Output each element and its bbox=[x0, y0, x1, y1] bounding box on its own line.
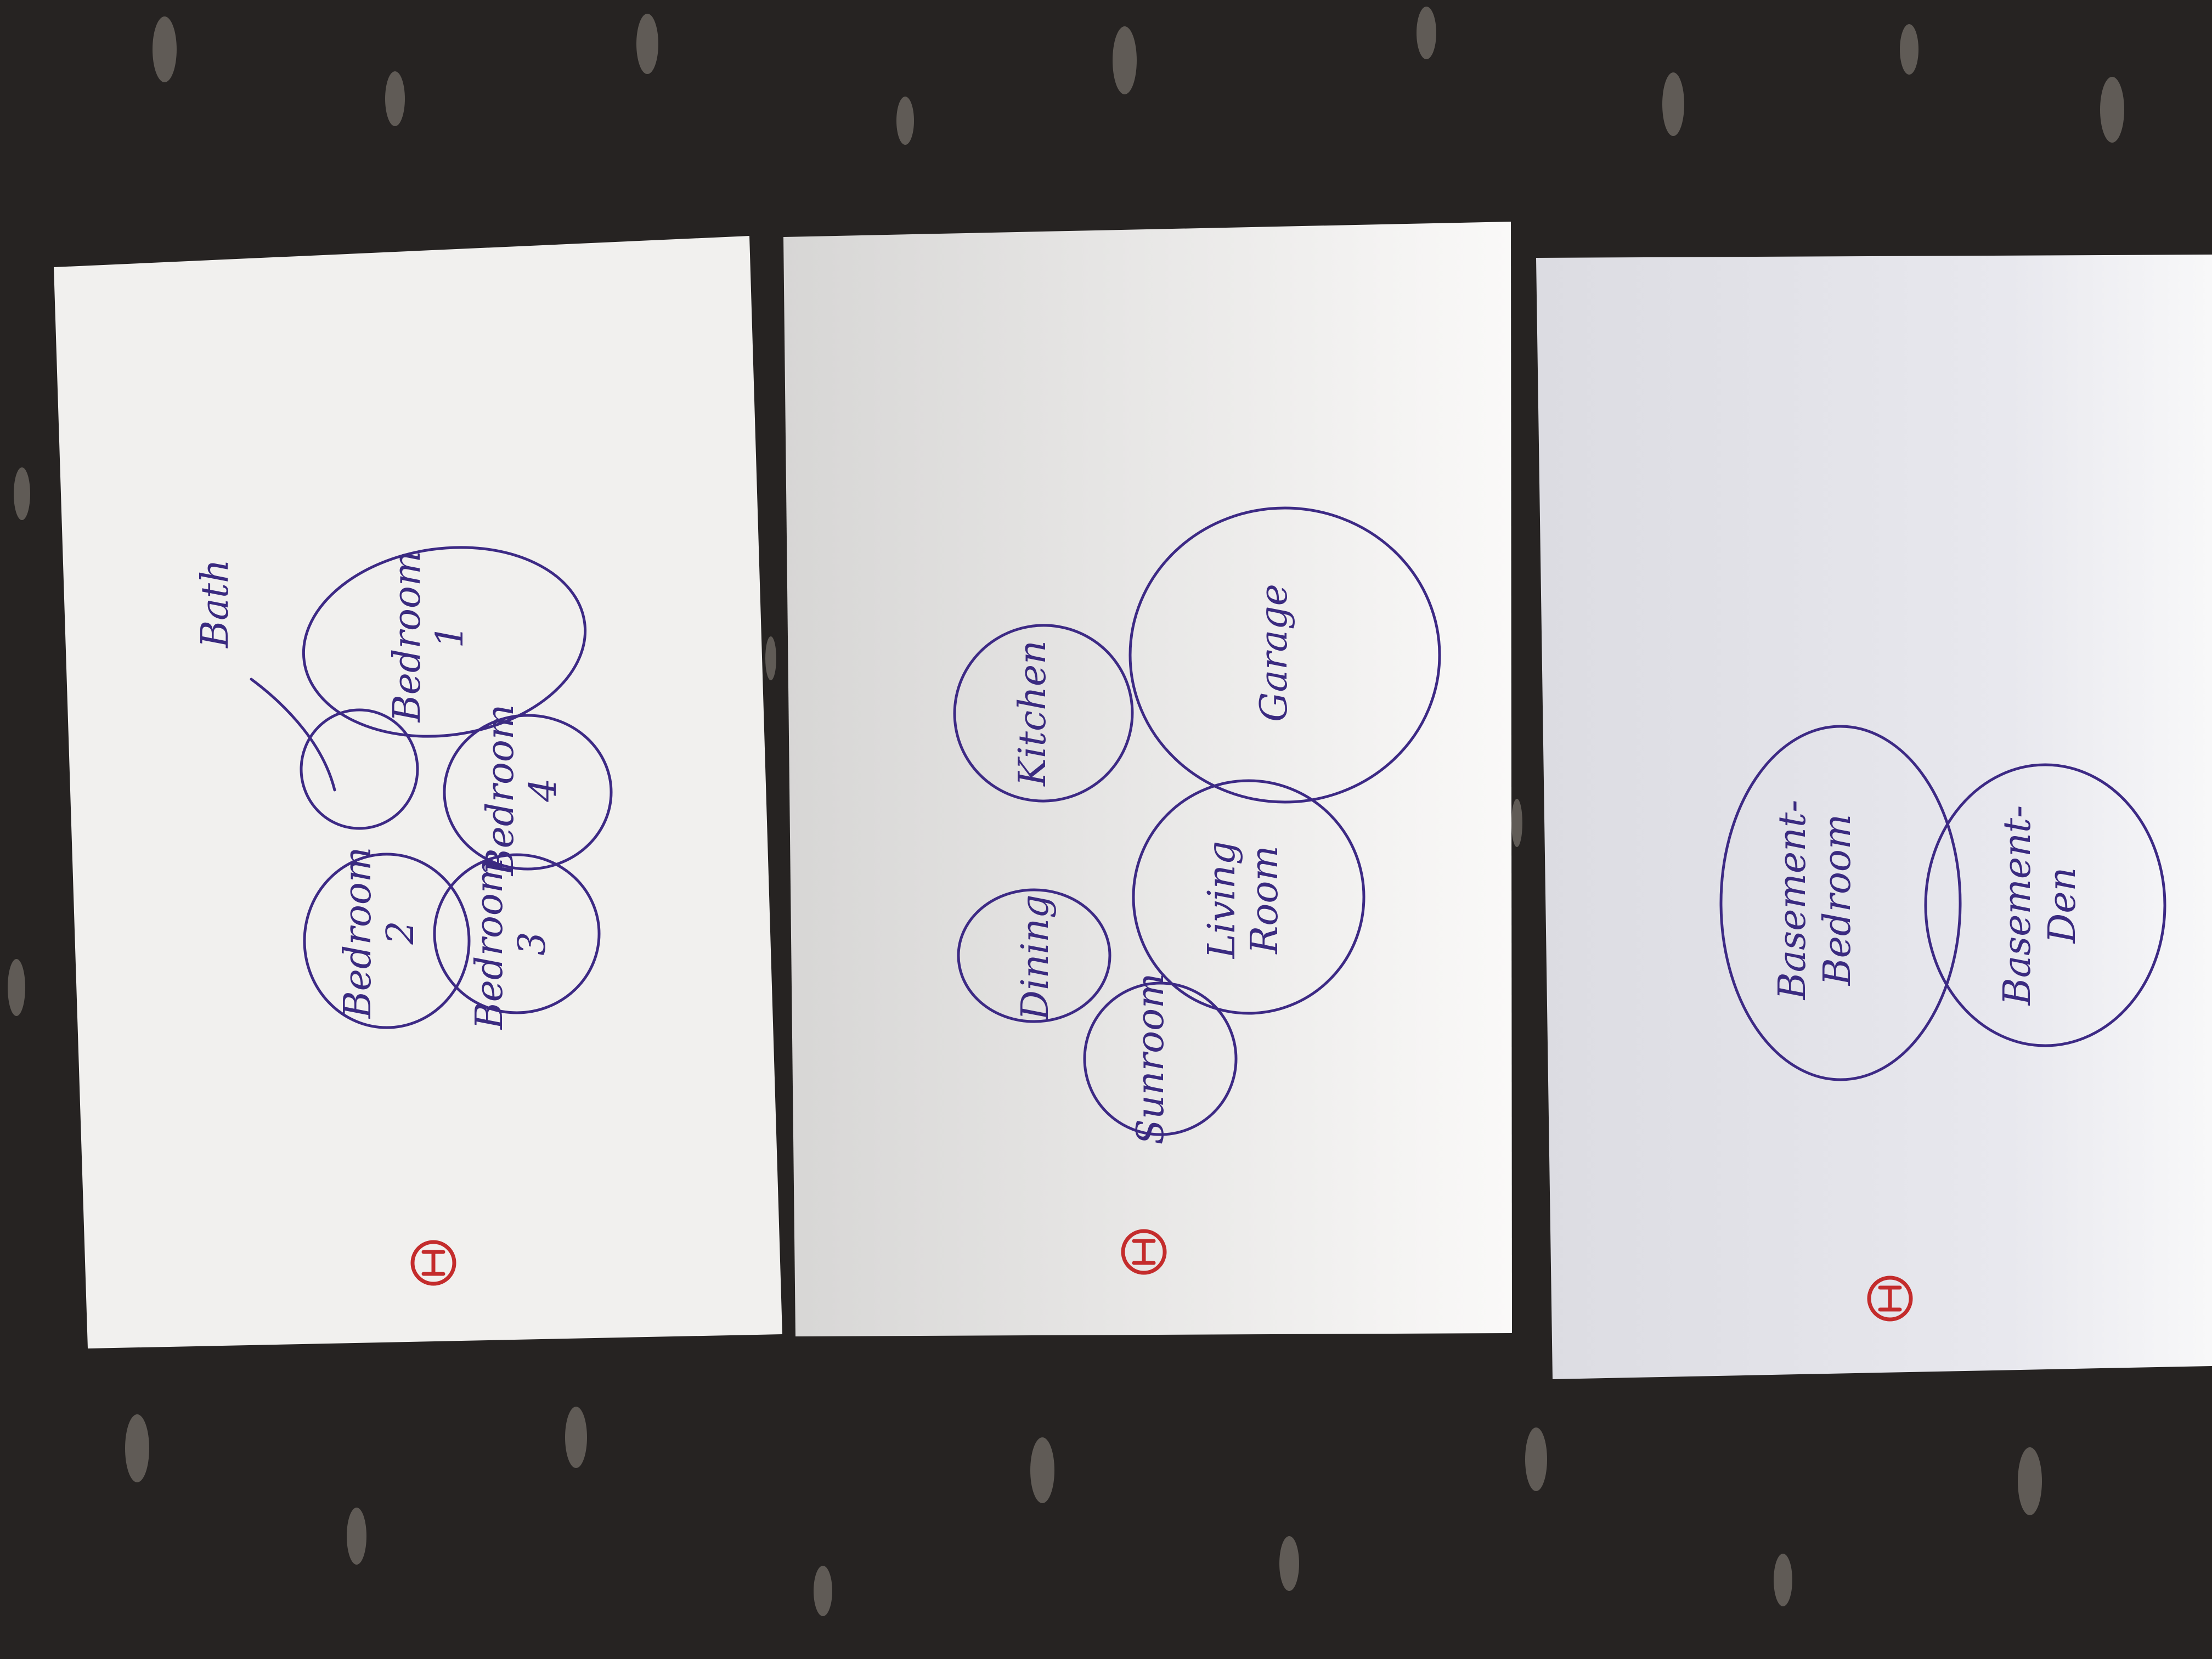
bedroom-4-bubble bbox=[443, 714, 613, 871]
sheet-3-paper bbox=[1536, 255, 2212, 1379]
basement-den-label: Basement-Den bbox=[1996, 805, 2084, 1006]
sheet-1-paper bbox=[54, 236, 782, 1348]
bedroom-3-bubble bbox=[433, 853, 601, 1014]
garage-label: Garage bbox=[1252, 584, 1296, 722]
bedroom-3-label: Bedroom3 bbox=[468, 858, 554, 1031]
red-circle-logo-icon bbox=[1867, 1276, 1913, 1322]
bedroom-2-bubble bbox=[303, 853, 471, 1029]
living-room-label: LivingRoom bbox=[1200, 841, 1286, 960]
sunroom-bubble bbox=[1083, 981, 1238, 1136]
bedroom-1-bubble bbox=[302, 546, 587, 738]
kitchen-label: Kitchen bbox=[1011, 640, 1054, 787]
dining-bubble bbox=[957, 888, 1111, 1023]
sheet-3-diagram: Basement-Bedroom Basement-Den bbox=[1719, 725, 2166, 1081]
table-speckles bbox=[8, 7, 2124, 1616]
sheet-2-paper bbox=[783, 222, 1512, 1336]
garage-bubble bbox=[1128, 506, 1441, 804]
bath-bubble bbox=[300, 708, 419, 830]
basement-bedroom-bubble bbox=[1719, 725, 1962, 1081]
basement-den-bubble bbox=[1924, 763, 2166, 1047]
red-circle-logo-icon bbox=[1121, 1229, 1167, 1275]
living-room-bubble bbox=[1132, 779, 1365, 1015]
sheet-1-diagram: Bath Bedroom1 Bedroom4 Bedroom2 Bedroom3 bbox=[194, 546, 613, 1031]
bedroom-1-label: Bedroom1 bbox=[386, 551, 472, 724]
red-circle-logo-icon bbox=[410, 1240, 456, 1286]
sunroom-label: Sunroom bbox=[1129, 973, 1172, 1144]
bath-callout: Bath bbox=[194, 559, 237, 649]
sheet-2-diagram: Kitchen Garage Dining LivingRoom Sunroom bbox=[953, 506, 1441, 1145]
bedroom-4-label: Bedroom4 bbox=[479, 704, 565, 877]
bedroom-2-label: Bedroom2 bbox=[336, 847, 422, 1020]
dining-label: Dining bbox=[1014, 894, 1057, 1021]
kitchen-bubble bbox=[953, 624, 1134, 803]
basement-bedroom-label: Basement-Bedroom bbox=[1771, 800, 1859, 1001]
bath-leader-line bbox=[250, 678, 336, 792]
